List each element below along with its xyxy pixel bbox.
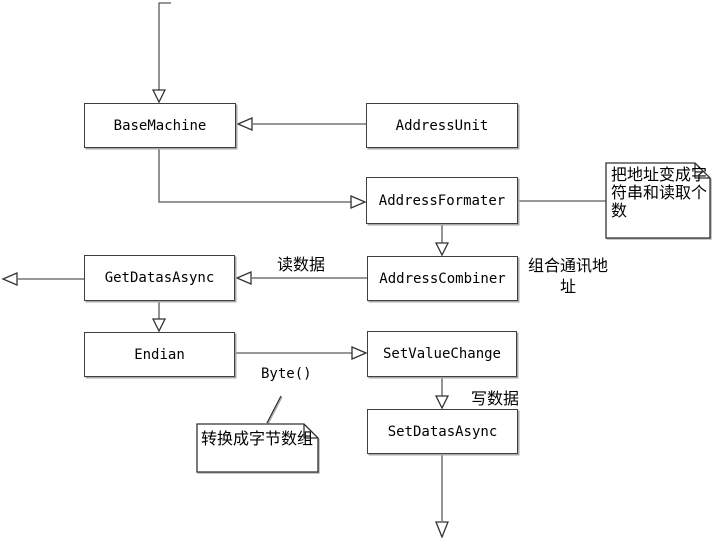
node-setvaluechange[interactable]: SetValueChange [367,331,517,377]
edge-entry-line [158,2,171,94]
edge-endian-to-setvaluechange [235,346,368,360]
note-byte-text: 转换成字节数组 [200,429,313,448]
note-outline [605,162,711,239]
arrowhead-down-exit [435,521,449,538]
note-anchor-line [266,395,282,424]
edge-addressunit-to-basemachine [236,117,366,131]
edge-getdatasasync-to-left [1,272,84,286]
node-addressunit[interactable]: AddressUnit [366,103,518,148]
edge-getdatasasync-to-endian [151,301,167,333]
arrowhead-right-addressformater [350,195,367,209]
arrowhead-down-setdatasasync [434,395,450,410]
node-addresscombiner-label: AddressCombiner [379,270,506,287]
node-getdatasasync[interactable]: GetDatasAsync [84,255,235,301]
note-address-text: 把地址变成字符串和读取个数 [611,165,708,220]
note-fold-corner [303,424,318,439]
node-setdatasasync[interactable]: SetDatasAsync [367,409,518,454]
arrowhead-down-endian [151,318,167,333]
note-shape-address[interactable] [605,162,711,239]
note-outline [196,423,319,473]
edge-label-combine-address: 组合通讯地址 [527,256,608,296]
edge-label-write-data: 写数据 [471,389,520,408]
arrowhead-right-setvaluechange [351,346,368,360]
edge-entry-to-basemachine [151,2,171,104]
node-addressunit-label: AddressUnit [395,117,489,134]
edge-setdatasasync-to-bottom [435,454,449,538]
edge-addresscombiner-to-getdatasasync [235,271,367,285]
arrowhead-down-basemachine [151,89,167,104]
edge-setvaluechange-to-setdatasasync [434,377,450,410]
node-setdatasasync-label: SetDatasAsync [387,423,498,440]
edge-line [158,148,351,203]
node-addresscombiner[interactable]: AddressCombiner [367,256,518,301]
note-shape-byte[interactable] [196,395,319,473]
edge-label-byte-call: Byte() [261,366,312,382]
arrowhead-down-addresscombiner [434,242,450,257]
node-basemachine-label: BaseMachine [113,117,207,134]
arrowhead-left-exit [1,272,18,286]
edge-label-read-data: 读数据 [277,255,326,274]
edge-addressformater-to-addresscombiner [434,224,450,257]
node-endian[interactable]: Endian [84,332,235,377]
node-endian-label: Endian [134,346,185,363]
node-addressformater-label: AddressFormater [378,192,506,209]
node-addressformater[interactable]: AddressFormater [366,177,518,224]
node-basemachine[interactable]: BaseMachine [84,103,236,148]
note-fold-corner [694,163,710,179]
node-setvaluechange-label: SetValueChange [382,346,501,362]
arrowhead-left-basemachine [236,117,253,131]
arrowhead-left-getdatasasync [235,271,252,285]
edge-basemachine-to-addressformater [158,148,367,209]
node-getdatasasync-label: GetDatasAsync [104,270,215,286]
